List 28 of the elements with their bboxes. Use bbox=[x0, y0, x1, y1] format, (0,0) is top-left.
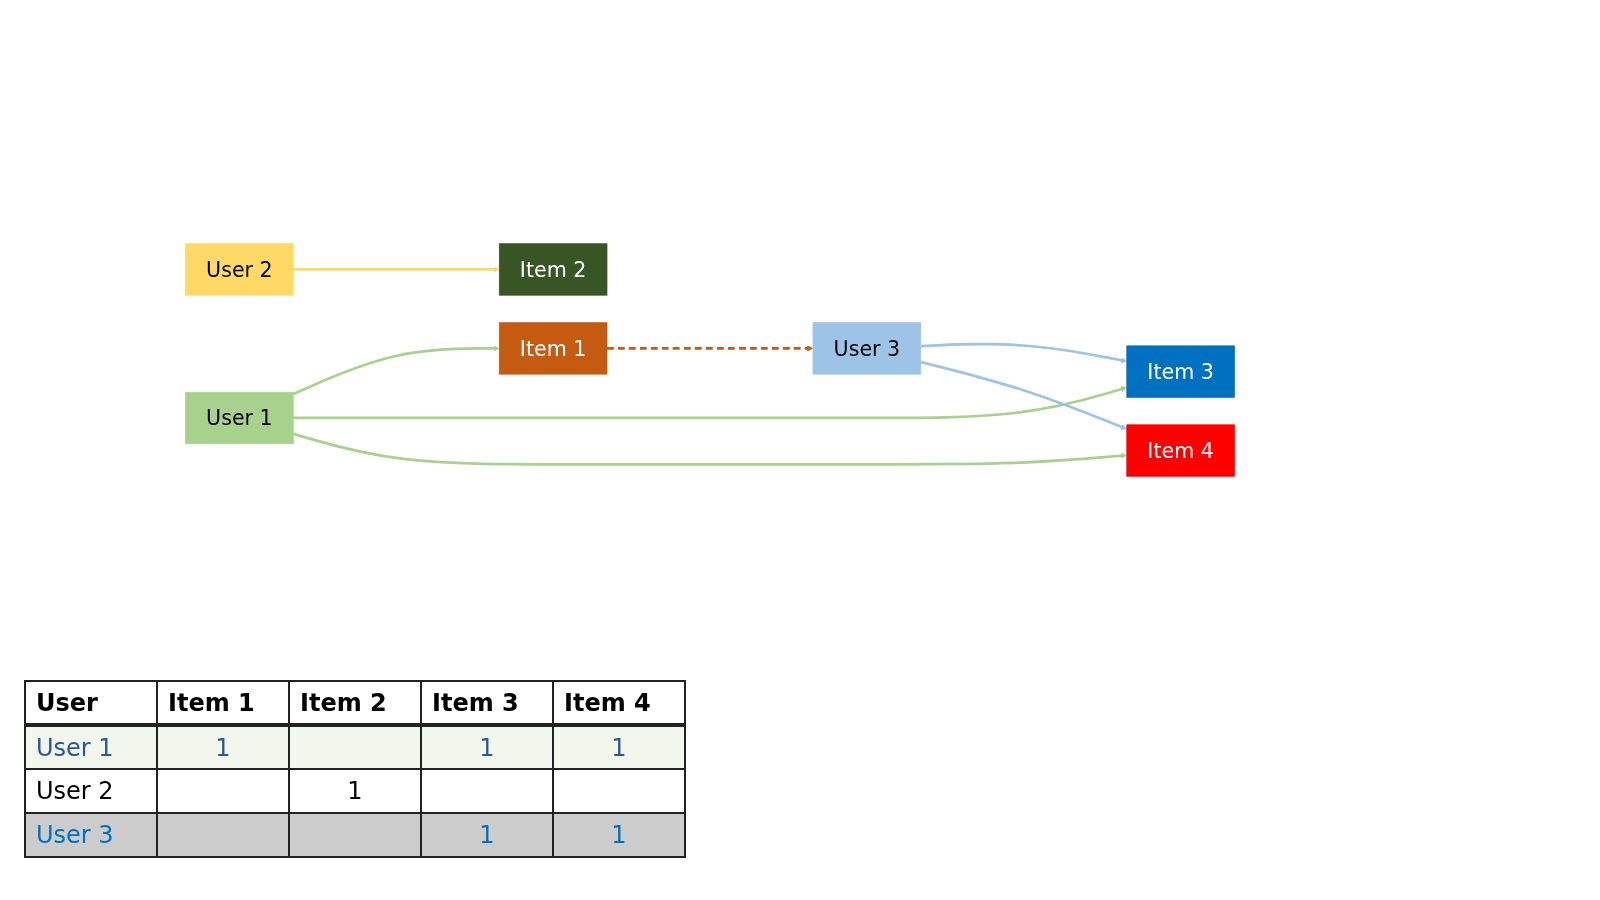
node-box: User 3 bbox=[812, 322, 922, 375]
arrow bbox=[607, 345, 814, 352]
column-header: Item 3 bbox=[421, 681, 553, 725]
row-header: User 2 bbox=[25, 769, 157, 813]
column-header: Item 4 bbox=[553, 681, 685, 725]
column-header: Item 1 bbox=[157, 681, 289, 725]
node-box: Item 2 bbox=[498, 243, 608, 296]
table-cell: 1 bbox=[289, 769, 421, 813]
node-box: User 1 bbox=[185, 391, 294, 445]
arrow bbox=[292, 432, 1128, 466]
column-header: User bbox=[25, 681, 157, 725]
node-box: Item 1 bbox=[498, 322, 608, 375]
table-cell: 1 bbox=[553, 725, 685, 769]
row-header: User 1 bbox=[25, 725, 157, 769]
arrow bbox=[920, 360, 1128, 430]
row-header: User 3 bbox=[25, 813, 157, 857]
arrow bbox=[292, 345, 500, 396]
arrow bbox=[293, 386, 1128, 420]
arrow bbox=[920, 342, 1128, 364]
arrow bbox=[293, 266, 500, 273]
table-cell: 1 bbox=[157, 725, 289, 769]
table-cell: 1 bbox=[421, 813, 553, 857]
table-cell: 1 bbox=[421, 725, 553, 769]
node-box: Item 3 bbox=[1126, 345, 1235, 398]
node-box: User 2 bbox=[185, 243, 294, 296]
table-cell: 1 bbox=[553, 813, 685, 857]
node-box: Item 4 bbox=[1126, 424, 1235, 477]
column-header: Item 2 bbox=[289, 681, 421, 725]
